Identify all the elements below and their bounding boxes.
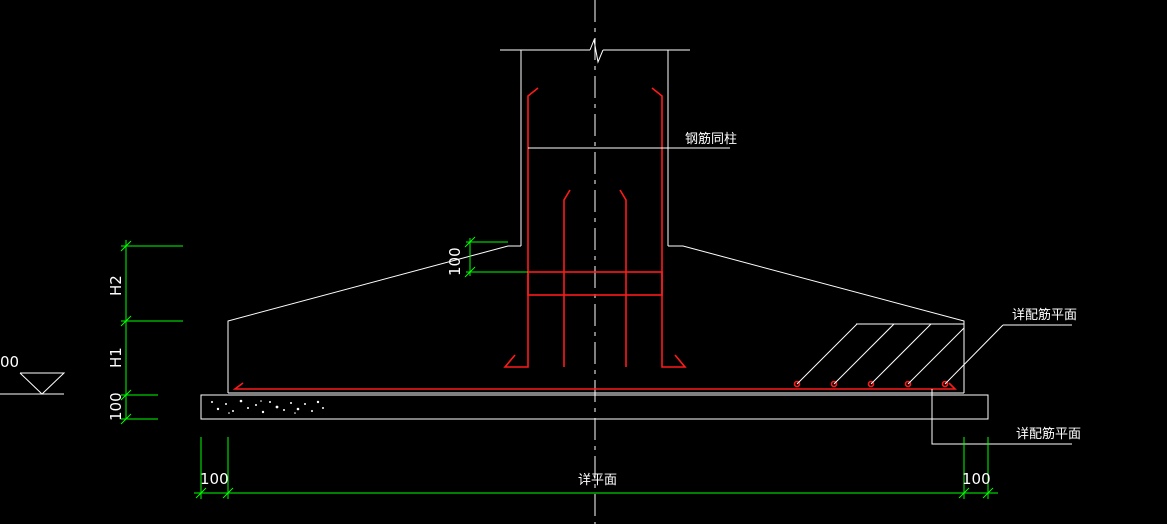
slab-rebar-note: 详配筋平面: [1012, 307, 1077, 323]
dim-left-edge-label: 100: [200, 470, 229, 488]
leader-base-rebar: 详配筋平面: [931, 389, 1081, 445]
column-rebar: [503, 87, 687, 368]
dim-right-edge-label: 100: [962, 470, 991, 488]
cushion-layer: [200, 394, 989, 420]
dim-h1-label: H1: [107, 347, 125, 368]
anchor-dimension: 100: [446, 236, 528, 278]
dowel-rebar: [563, 189, 627, 367]
elevation-value: 00: [0, 353, 19, 371]
footing-outline: [227, 245, 965, 394]
section-hatch: [796, 323, 965, 385]
elevation-symbol: 00: [0, 353, 66, 395]
footing-stirrups: [527, 271, 663, 296]
vertical-dimensions: H2 H1 100: [107, 240, 183, 425]
dim-h2-label: H2: [107, 275, 125, 296]
bottom-slab-rebar: [232, 380, 957, 390]
dim-cushion-label: 100: [107, 392, 125, 421]
dim-anchor-label: 100: [446, 247, 464, 276]
column-rebar-note: 钢筋同柱: [685, 131, 737, 147]
concrete-hatch: [211, 399, 324, 414]
plan-note: 详平面: [578, 473, 617, 488]
leader-slab-rebar: 详配筋平面: [944, 307, 1077, 385]
base-rebar-note: 详配筋平面: [1016, 426, 1081, 442]
leader-column-rebar: 钢筋同柱: [528, 131, 737, 149]
horizontal-dimensions: 100 100 详平面: [194, 437, 998, 499]
